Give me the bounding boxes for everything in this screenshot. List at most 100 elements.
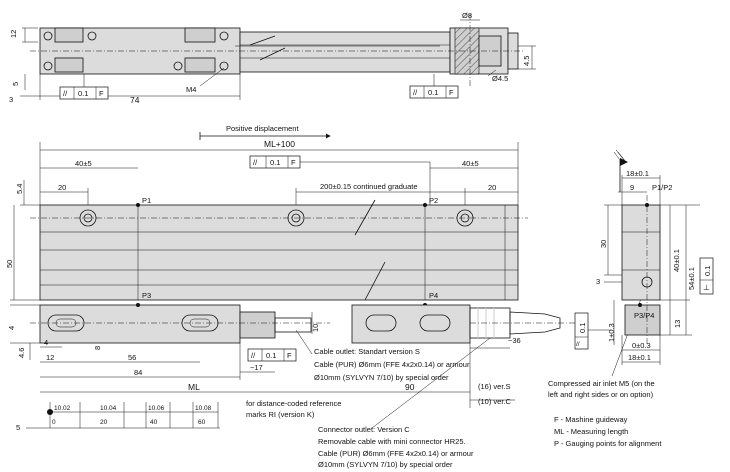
ri-tick: 0 [52,419,56,426]
dim-5-4: 5.4 [15,184,24,194]
svg-text:F: F [449,88,454,97]
cable-note-s: Ø10mm (SYLVYN 7/10) by special order [314,373,449,382]
connector-head [351,304,471,344]
dim-13: 13 [673,320,682,328]
ri-tick: 60 [198,419,206,426]
svg-text:0.1: 0.1 [703,266,712,276]
top-screw-hole [219,31,229,41]
svg-text:0.1: 0.1 [266,351,276,360]
dim-40-left: 40±5 [75,159,92,168]
cable-note-s: Cable outlet: Standart version S [314,347,420,356]
top-scale-body [239,31,451,73]
top-screw-hole [87,31,97,41]
top-head-slot [184,27,216,43]
dim-3: 3 [9,95,13,104]
svg-text://: // [413,88,418,97]
dim-40-01: 40±0.1 [672,249,681,272]
side-head [624,304,661,336]
head-cable-block [239,311,276,339]
dim-4-6: 4.6 [17,348,26,358]
svg-text://: // [576,341,580,348]
dim-40-right: 40±5 [462,159,479,168]
dim-5: 5 [11,82,20,86]
cable-note-c: Ø10mm (SYLVYN 7/10) by special order [318,460,453,469]
dim-4-5: 4.5 [522,56,531,66]
dim-30: 30 [599,240,608,248]
cable-note-c: Cable (PUR) Ø6mm (FFE 4x2x0.14) or armou… [318,449,474,458]
top-screw-hole [43,61,53,71]
svg-text://: // [253,158,258,167]
dim-3: 3 [596,277,600,286]
point-p3: P3 [142,291,151,300]
dim-18-bottom: 18±0.1 [628,353,651,362]
tolerance-frame [699,257,714,295]
ri-value: 10.08 [195,405,212,412]
air-note: Compressed air inlet M5 (on the [548,379,655,388]
dim-12: 12 [9,30,18,38]
dim-12b: 12 [46,353,54,362]
dim-8: 8 [93,346,102,350]
tolerance-frame [574,312,589,350]
ver-s: (16) ver.S [478,382,511,391]
ri-value: 10.06 [148,405,165,412]
legend-f: F - Mashine guideway [554,415,628,424]
dim-90: 90 [405,382,415,392]
point-p4: P4 [429,291,438,300]
cable [509,311,561,335]
top-head-slot [54,57,84,73]
ri-value: 10.02 [54,405,71,412]
label-dia4-5: Ø4.5 [492,74,508,83]
svg-text:0.1: 0.1 [578,323,587,333]
dim-ml-plus-100: ML+100 [264,139,295,149]
dim-4b: 4 [44,338,48,347]
svg-text:F: F [99,89,104,98]
top-screw-hole [43,31,53,41]
point-p1: P1 [142,196,151,205]
svg-text:⊥: ⊥ [703,283,710,292]
cable-note-s: Cable (PUR) Ø6mm (FFE 4x2x0.14) or armou… [314,360,470,369]
dim-50: 50 [5,260,14,268]
mounting-hole [79,209,97,227]
ri-tick: 20 [100,419,108,426]
ri-note: marks RI (version K) [246,410,315,419]
scale-body [39,204,519,301]
ver-c: (10) ver.C [478,397,512,406]
dim-84: 84 [134,368,142,377]
break-line [354,199,386,301]
label-dia8: Ø8 [462,11,472,20]
svg-text:F: F [291,158,296,167]
cable-note-c: Removable cable with mini connector HR25… [318,437,466,446]
cable-gland [274,317,312,333]
dim-36: ~36 [508,336,521,345]
label-p1p2: P1/P2 [652,183,672,192]
dim-56: 56 [128,353,136,362]
dim-4: 4 [7,326,16,330]
dim-1: 1±0.3 [607,323,616,342]
legend-p: P - Gauging points for alignment [554,439,662,448]
slot-hole [47,314,85,332]
top-screw-hole [173,61,183,71]
reading-head [39,304,241,344]
ri-note: for distance-coded reference [246,399,341,408]
label-p3p4: P3/P4 [634,311,654,320]
main-view: Positive displacement ML+100 // 0.1 F 40… [5,124,580,432]
ri-tick: 40 [150,419,158,426]
label-m4: M4 [186,85,196,94]
dim-74: 74 [130,95,140,105]
mounting-hole [456,209,474,227]
dim-10: 10 [311,324,320,332]
dim-20-left: 20 [58,183,66,192]
mounting-hole [287,209,305,227]
dim-5b: 5 [16,423,20,432]
dim-ml: ML [188,382,200,392]
top-head-slot [54,27,84,43]
dim-17: ~17 [250,363,263,372]
svg-text://: // [63,89,68,98]
ri-value: 10.04 [100,405,117,412]
dim-54: 54±0.1 [687,267,696,290]
svg-text://: // [251,351,256,360]
dim-9: 9 [630,183,634,192]
side-view: 18±0.1 9 P1/P2 30 3 40±0.1 54±0.1 13 P3/… [574,149,714,365]
